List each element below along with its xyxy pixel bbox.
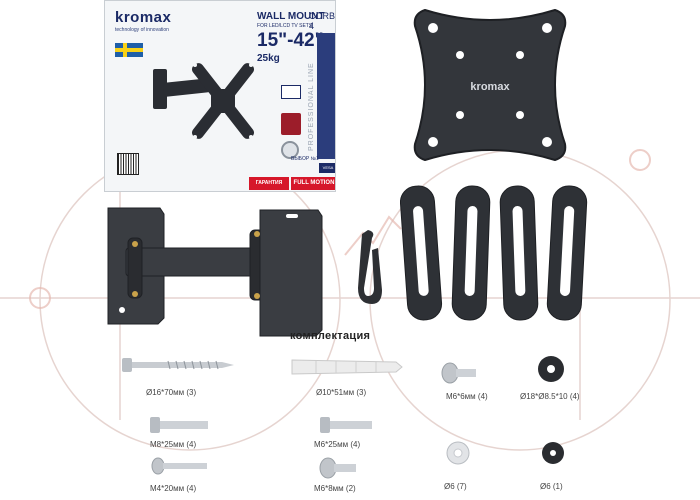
cable-clip-image [358,230,382,304]
box-full-motion-badge: FULL MOTION [291,177,335,190]
box-model: CORBEL-4 [309,11,336,31]
qr-code-icon [117,153,139,175]
adapter-straps-image [400,185,588,321]
washer-image [446,441,470,465]
nut-image [542,442,564,464]
hardware-label-spacer: Ø18*Ø8.5*10 (4) [520,392,580,401]
tv-icon [281,85,301,99]
plate-logo: kromax [470,81,510,93]
hardware-label-bolt-m4: M4*20мм (4) [150,484,197,493]
box-title: WALL MOUNT [257,11,325,22]
hardware-label-lag-screw: Ø16*70мм (3) [146,388,197,397]
box-guarantee-badge: ГАРАНТИЯ [249,177,289,190]
hardware-label-washer: Ø6 (7) [444,482,467,491]
short-bolt-image [441,362,476,384]
spacer-image [538,356,564,382]
box-subtitle: FOR LED/LCD TV SETS [257,23,313,29]
lag-screw-image [122,358,234,372]
hardware-label-nut: Ø6 (1) [540,482,563,491]
hardware-label-short-bolt: M6*6мм (4) [446,392,488,401]
box-side-text: PROFESSIONAL LINE [308,62,315,151]
rotation-icon [281,141,299,159]
anchor-image [291,359,403,375]
swedish-flag-icon [115,43,143,57]
hardware-label-short-bolt-m6: M6*8мм (2) [314,484,356,493]
hardware-label-bolt-m6: M6*25мм (4) [314,440,361,449]
box-size: 15"-42" [257,30,324,51]
bolt-m8-image [150,417,208,433]
product-box: kromax technology of innovation WALL MOU… [104,0,336,192]
badge-icon [281,113,301,135]
kit-title: комплектация [290,330,371,342]
hardware-label-anchor: Ø10*51мм (3) [316,388,367,397]
box-bracket-image [153,63,255,139]
box-best-choice: ВЫБОР №1 [291,156,319,162]
spec-column [317,33,335,159]
bolt-m6-image [320,417,372,433]
hardware-label-bolt-m8: M8*25мм (4) [150,440,197,449]
box-weight: 25kg [257,53,280,64]
box-vesa-badge: VESA [319,163,335,173]
bolt-m4-image [151,457,207,475]
box-brand-tagline: technology of innovation [115,27,169,33]
short-bolt-m6-image [319,457,356,479]
vesa-plate-image: kromax [413,8,567,162]
box-brand: kromax [115,9,172,26]
wall-arm-image [107,207,323,337]
